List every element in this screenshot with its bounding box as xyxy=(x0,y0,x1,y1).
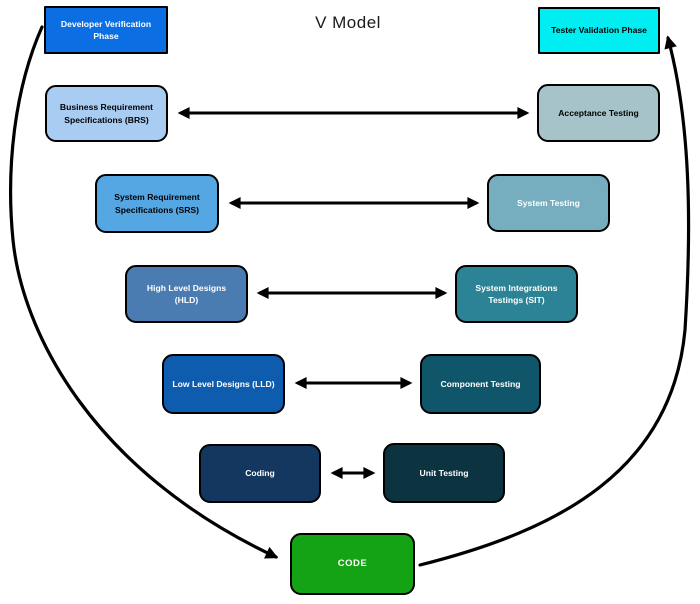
developer-verification-phase-box: Developer Verification Phase xyxy=(44,6,168,54)
low-level-designs-box: Low Level Designs (LLD) xyxy=(162,354,285,414)
system-requirement-specifications-box: System Requirement Specifications (SRS) xyxy=(95,174,219,233)
system-testing-box: System Testing xyxy=(487,174,610,232)
diagram-title: V Model xyxy=(315,13,381,32)
component-testing-box: Component Testing xyxy=(420,354,541,414)
code-box: CODE xyxy=(290,533,415,595)
business-requirement-specifications-box: Business Requirement Specifications (BRS… xyxy=(45,85,168,142)
system-integrations-testings-box: System Integrations Testings (SIT) xyxy=(455,265,578,323)
unit-testing-box: Unit Testing xyxy=(383,443,505,503)
acceptance-testing-box: Acceptance Testing xyxy=(537,84,660,142)
coding-box: Coding xyxy=(199,444,321,503)
tester-validation-phase-box: Tester Validation Phase xyxy=(538,7,660,54)
high-level-designs-box: High Level Designs (HLD) xyxy=(125,265,248,323)
